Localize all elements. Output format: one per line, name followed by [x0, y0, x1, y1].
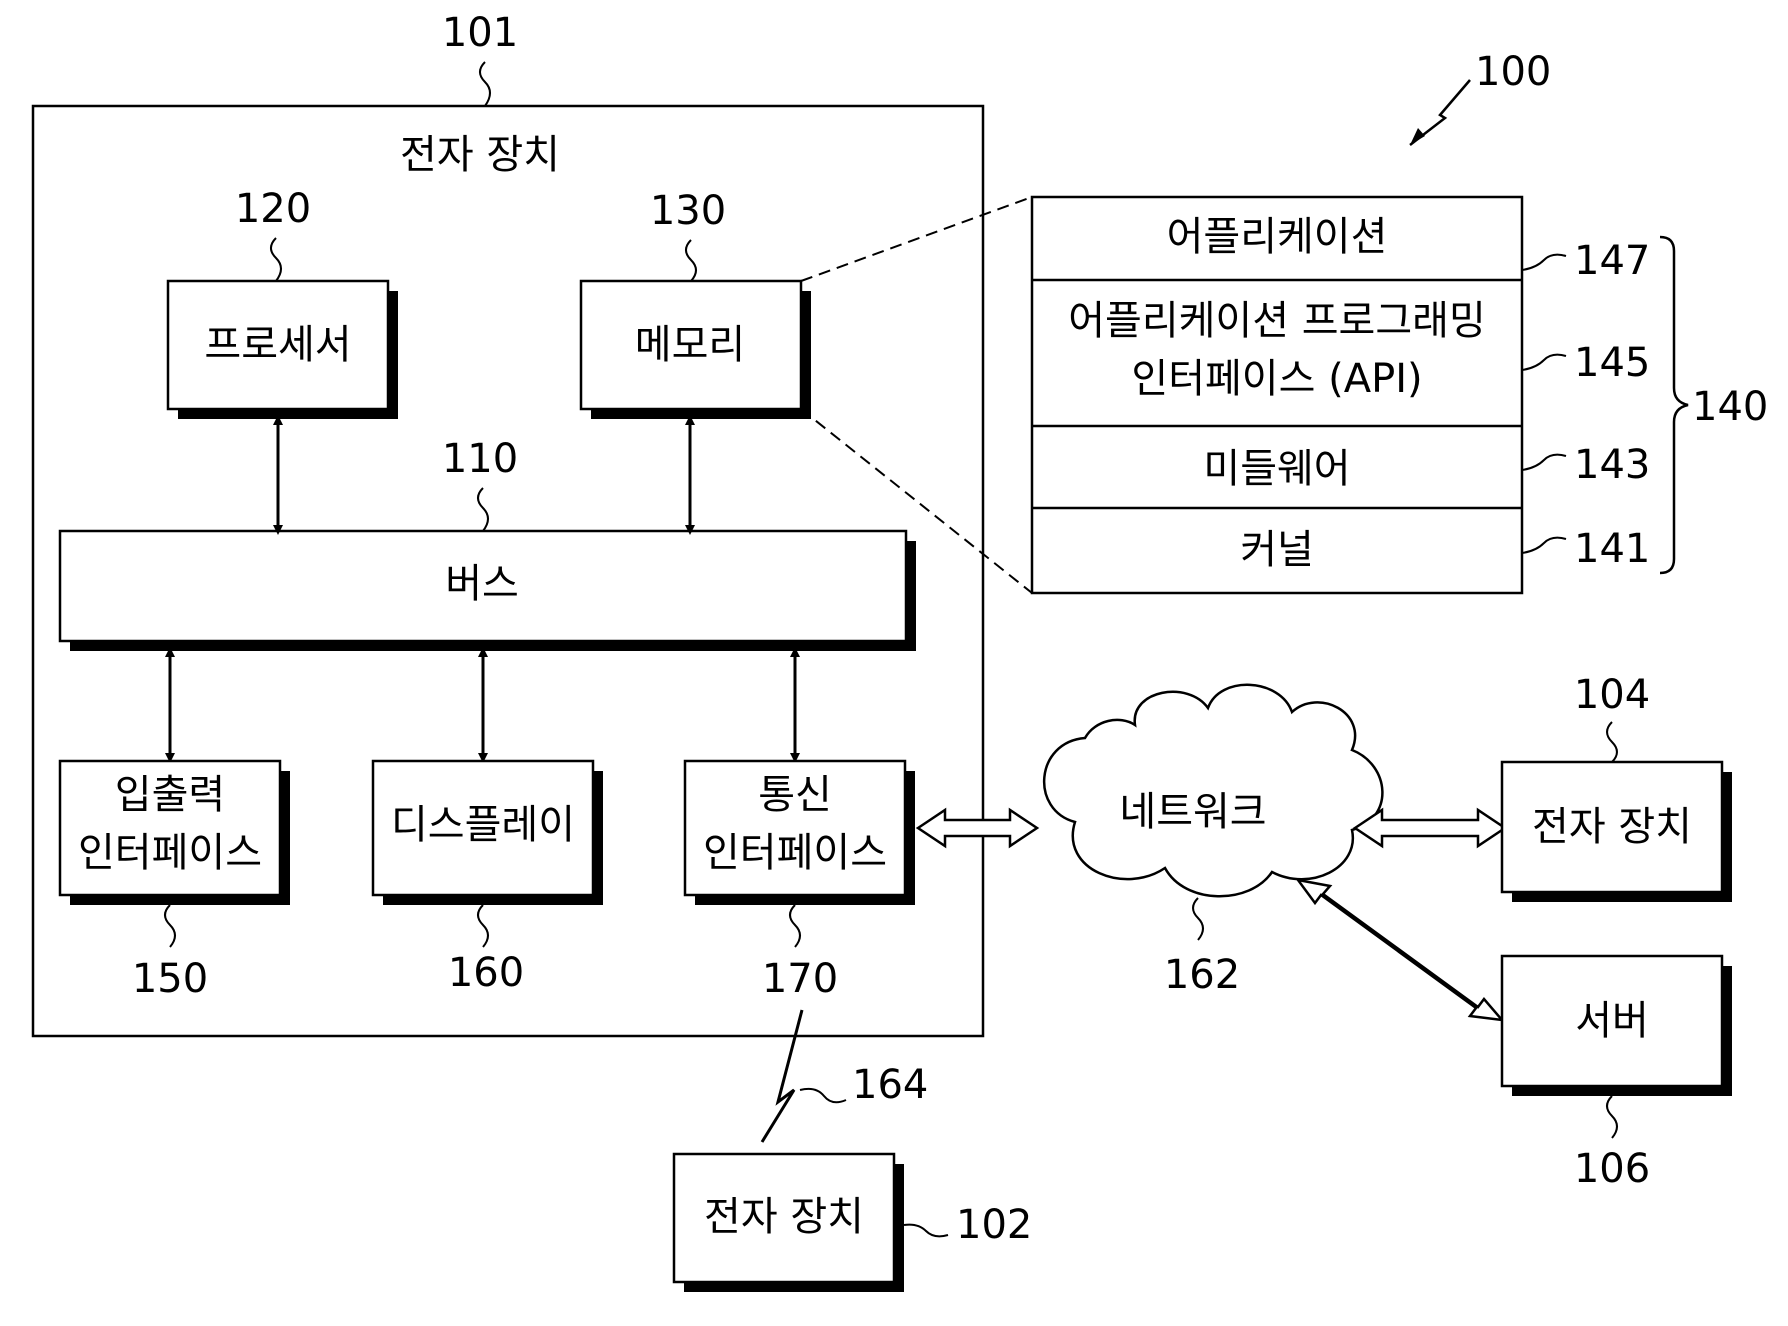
- processor-block: 프로세서: [168, 281, 398, 419]
- network-ref-leader: [1193, 898, 1203, 940]
- io-interface-label-line2: 인터페이스: [78, 830, 262, 876]
- wireless-ref-leader: [800, 1089, 846, 1102]
- server-block: 서버: [1502, 956, 1732, 1096]
- external-device-102-block: 전자 장치: [674, 1154, 904, 1292]
- memory-ref-label: 130: [650, 188, 726, 234]
- bus-ref-label: 110: [442, 436, 518, 482]
- api-ref-label: 145: [1574, 340, 1650, 386]
- program-stack-brace: [1660, 237, 1688, 573]
- network-server-link: [1298, 880, 1502, 1020]
- external-device-104-ref-leader: [1607, 722, 1617, 762]
- bus-label: 버스: [445, 561, 519, 607]
- external-device-102-ref-label: 102: [956, 1202, 1032, 1248]
- processor-label: 프로세서: [204, 322, 351, 368]
- server-ref-label: 106: [1574, 1146, 1650, 1192]
- network-device104-link: [1355, 810, 1505, 846]
- external-device-102-ref-leader: [904, 1225, 948, 1237]
- middleware-layer-label: 미들웨어: [1203, 446, 1350, 492]
- processor-ref-leader: [271, 238, 281, 281]
- comm-network-link: [918, 810, 1037, 846]
- api-layer-label-line2: 인터페이스 (API): [1131, 356, 1422, 402]
- memory-block: 메모리: [581, 281, 811, 419]
- external-device-104-label: 전자 장치: [1532, 804, 1692, 850]
- io-interface-label-line1: 입출력: [115, 772, 225, 818]
- server-ref-leader: [1607, 1096, 1617, 1138]
- comm-interface-label-line1: 통신: [758, 772, 832, 818]
- io-interface-ref-leader: [165, 905, 175, 947]
- device-ref-leader: [480, 62, 490, 106]
- memory-label: 메모리: [635, 322, 745, 368]
- network-label: 네트워크: [1119, 789, 1266, 835]
- program-stack: 어플리케이션 어플리케이션 프로그래밍 인터페이스 (API) 미들웨어 커널: [1032, 197, 1522, 593]
- comm-interface-ref-leader: [790, 905, 800, 947]
- api-ref-leader: [1522, 355, 1566, 370]
- application-ref-leader: [1522, 255, 1566, 270]
- bus-block: 버스: [60, 531, 916, 651]
- comm-interface-label-line2: 인터페이스: [703, 830, 887, 876]
- processor-ref-label: 120: [235, 186, 311, 232]
- display-ref-label: 160: [448, 950, 524, 996]
- display-ref-leader: [478, 905, 488, 947]
- display-label: 디스플레이: [391, 802, 575, 848]
- application-layer-label: 어플리케이션: [1167, 214, 1388, 260]
- device-ref-label: 101: [442, 10, 518, 56]
- program-stack-ref-label: 140: [1692, 384, 1768, 430]
- server-label: 서버: [1575, 998, 1649, 1044]
- api-layer-label-line1: 어플리케이션 프로그래밍: [1068, 298, 1486, 344]
- application-ref-label: 147: [1574, 238, 1650, 284]
- figure-ref-arrowhead: [1410, 128, 1425, 145]
- memory-zoom-line-top: [801, 197, 1032, 281]
- comm-interface-ref-label: 170: [762, 956, 838, 1002]
- io-interface-ref-label: 150: [132, 956, 208, 1002]
- kernel-ref-label: 141: [1574, 526, 1650, 572]
- external-device-102-label: 전자 장치: [704, 1194, 864, 1240]
- network-cloud: 네트워크: [1044, 685, 1382, 896]
- external-device-104-block: 전자 장치: [1502, 762, 1732, 902]
- middleware-ref-leader: [1522, 455, 1566, 470]
- kernel-ref-leader: [1522, 538, 1566, 553]
- figure-ref-label: 100: [1475, 49, 1551, 95]
- comm-interface-block: 통신 인터페이스: [685, 761, 915, 905]
- memory-ref-leader: [686, 240, 696, 281]
- io-interface-block: 입출력 인터페이스: [60, 761, 290, 905]
- kernel-layer-label: 커널: [1240, 527, 1314, 573]
- external-device-104-ref-label: 104: [1574, 672, 1650, 718]
- bus-ref-leader: [478, 488, 488, 531]
- network-ref-label: 162: [1164, 952, 1240, 998]
- wireless-ref-label: 164: [852, 1062, 928, 1108]
- wireless-link-zigzag: [762, 1010, 802, 1142]
- device-title: 전자 장치: [400, 132, 560, 178]
- display-block: 디스플레이: [373, 761, 603, 905]
- middleware-ref-label: 143: [1574, 442, 1650, 488]
